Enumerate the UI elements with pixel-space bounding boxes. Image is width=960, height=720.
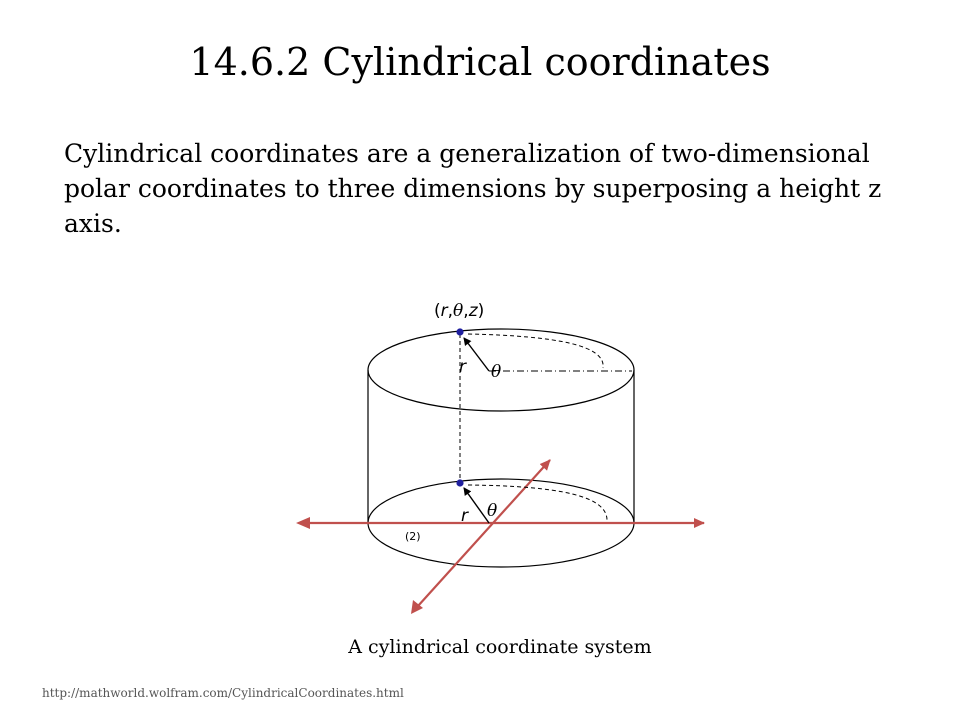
r-top-label: r	[459, 357, 467, 377]
bottom-angle-arc	[467, 484, 608, 522]
top-angle-arc	[467, 333, 604, 369]
paragraph-line-3: axis.	[64, 209, 122, 238]
y-axis-bottom-arrow	[411, 600, 423, 614]
small-mark-label: (2)	[405, 530, 421, 543]
bottom-radius-arrow	[463, 487, 490, 524]
theta-bottom-label: θ	[487, 501, 497, 521]
source-link[interactable]: http://mathworld.wolfram.com/Cylindrical…	[42, 686, 404, 700]
paragraph-line-2: polar coordinates to three dimensions by…	[64, 174, 882, 203]
page-title: 14.6.2 Cylindrical coordinates	[189, 40, 771, 84]
point-label: (r,θ,z)	[434, 301, 484, 321]
theta-top-label: θ	[491, 362, 501, 382]
point-bottom	[456, 479, 464, 487]
intro-paragraph: Cylindrical coordinates are a generaliza…	[64, 136, 904, 241]
top-radius-arrow	[463, 337, 490, 372]
x-axis-left-arrow	[296, 517, 310, 529]
point-top	[456, 328, 464, 336]
y-axis-line	[417, 459, 551, 607]
r-bottom-label: r	[461, 506, 469, 526]
paragraph-line-1: Cylindrical coordinates are a generaliza…	[64, 139, 870, 168]
diagram-caption: A cylindrical coordinate system	[348, 636, 652, 658]
cylinder-top-ellipse	[367, 328, 635, 412]
